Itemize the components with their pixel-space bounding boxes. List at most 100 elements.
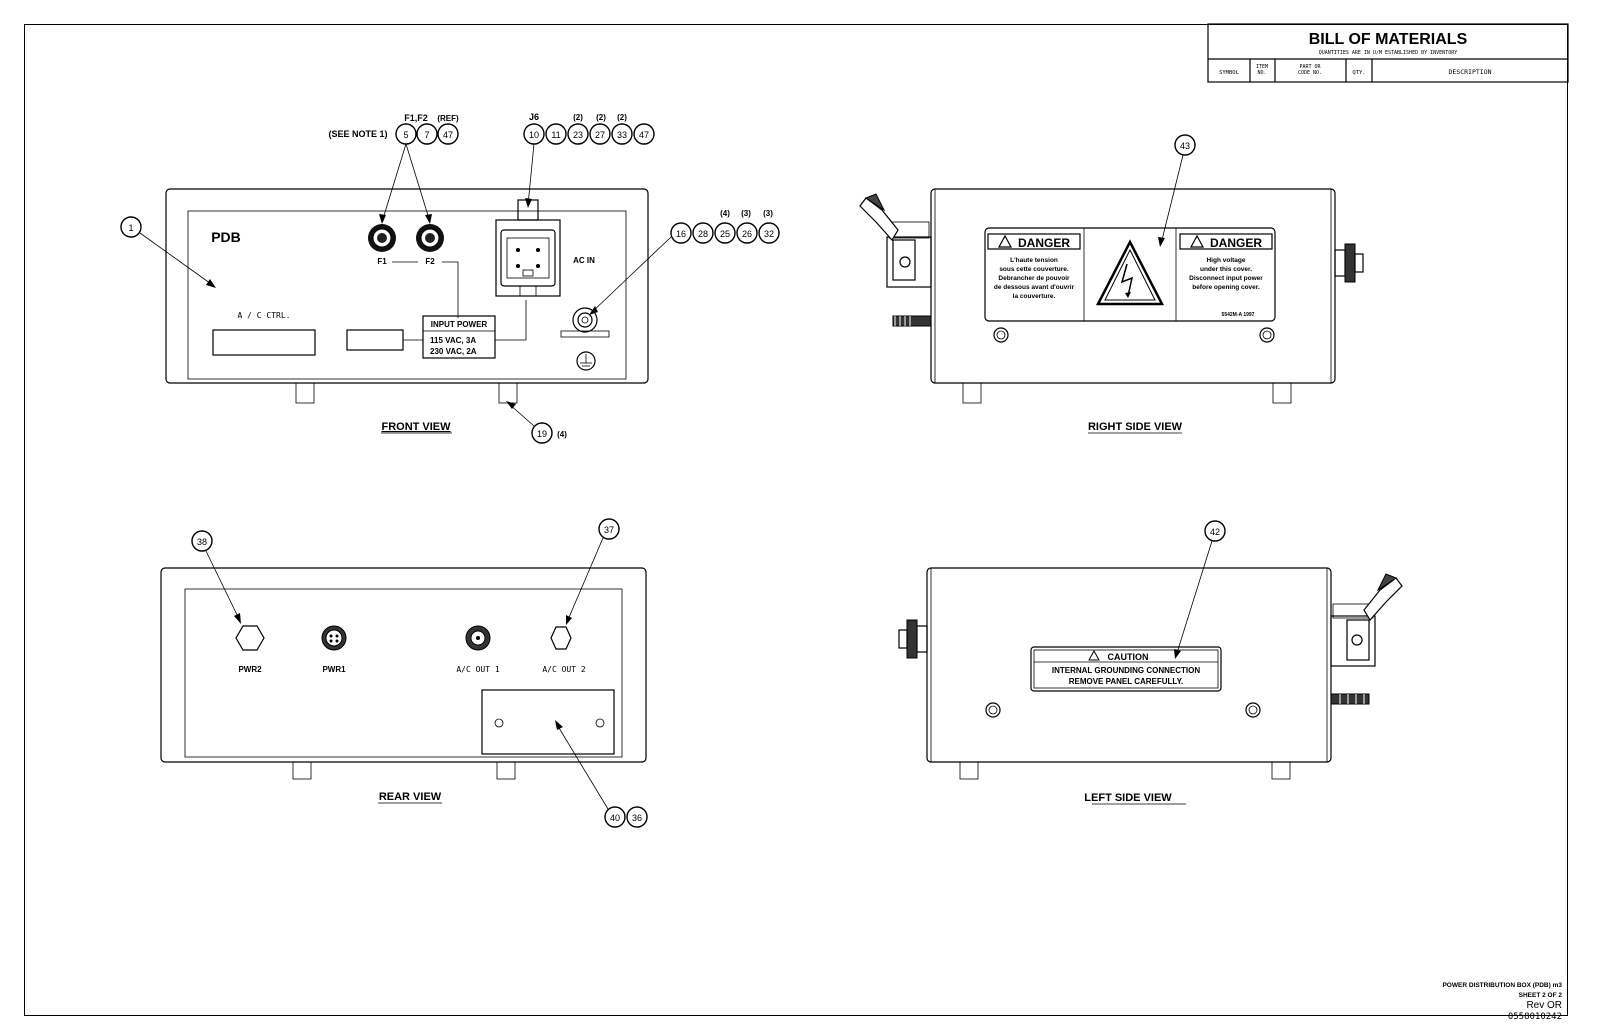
document-number: 0558010242 (1508, 1012, 1562, 1022)
svg-text:23: 23 (573, 130, 583, 140)
balloon-27: 27 (589, 123, 611, 145)
balloon-36: 36 (626, 806, 648, 828)
svg-text:33: 33 (617, 130, 627, 140)
qty-3b: (3) (763, 209, 773, 218)
caution-title: CAUTION (1108, 652, 1149, 662)
balloon-47-j6: 47 (633, 123, 655, 145)
pdb-label: PDB (211, 229, 241, 245)
foot (292, 761, 312, 780)
title-line1: POWER DISTRIBUTION BOX (PDB) m3 (1442, 982, 1562, 989)
ac-out1-connector (465, 625, 491, 651)
bom-subtitle: QUANTITIES ARE IN U/M ESTABLISHED BY INV… (1319, 50, 1457, 56)
svg-text:26: 26 (742, 229, 752, 239)
bom-col-symbol: SYMBOL (1219, 70, 1240, 76)
foot (959, 761, 979, 780)
balloon-5: 5 (395, 123, 417, 145)
revision: Rev OR (1526, 1000, 1562, 1011)
fuse-f2 (416, 224, 444, 252)
balloon-43: 43 (1174, 134, 1196, 156)
screw (1259, 327, 1275, 343)
danger-label (984, 227, 1276, 322)
svg-text:37: 37 (604, 525, 614, 535)
svg-text:16: 16 (676, 229, 686, 239)
caution-line1: INTERNAL GROUNDING CONNECTION (1052, 666, 1201, 675)
balloon-23: 23 (567, 123, 589, 145)
rear-enclosure (160, 567, 647, 763)
front-view-caption: FRONT VIEW (381, 421, 451, 433)
svg-text:43: 43 (1180, 141, 1190, 151)
pwr2-label: PWR2 (238, 665, 262, 674)
see-note-label: (SEE NOTE 1) (328, 129, 387, 139)
right-side-view: DANGER DANGER L'haute tension sous cette… (859, 134, 1364, 434)
balloon-42: 42 (1204, 520, 1226, 542)
svg-text:32: 32 (764, 229, 774, 239)
danger-en-4: before opening cover. (1192, 284, 1260, 291)
balloon-28: 28 (692, 222, 714, 244)
danger-fr-2: sous cette couverture. (999, 266, 1069, 273)
screw (985, 702, 1001, 718)
ac-in-connector (495, 199, 561, 297)
foot (295, 382, 315, 404)
bom-col-description: DESCRIPTION (1448, 68, 1491, 76)
balloon-1: 1 (120, 216, 142, 238)
svg-text:28: 28 (698, 229, 708, 239)
danger-title-fr: DANGER (1018, 236, 1070, 250)
foot-qty: (4) (557, 430, 567, 439)
svg-text:1: 1 (128, 223, 133, 233)
svg-text:7: 7 (424, 130, 429, 140)
left-enclosure (926, 567, 1332, 763)
qty-3a: (3) (741, 209, 751, 218)
qty-2c: (2) (617, 113, 627, 122)
ac-out2-label: A/C OUT 2 (542, 665, 586, 674)
rear-panel (184, 588, 623, 758)
foot (1272, 382, 1292, 404)
drawing-frame (24, 24, 1568, 1016)
svg-text:5: 5 (403, 130, 408, 140)
caution-line2: REMOVE PANEL CAREFULLY. (1069, 677, 1184, 686)
danger-code: 5542M-A 1997 (1222, 312, 1255, 318)
front-panel (187, 210, 627, 380)
ref-label: (REF) (437, 114, 459, 123)
latch (1330, 573, 1403, 705)
balloon-32: 32 (758, 222, 780, 244)
svg-text:40: 40 (610, 813, 620, 823)
balloon-19: 19 (531, 422, 553, 444)
ac-ctrl-window (212, 329, 316, 356)
svg-text:38: 38 (197, 537, 207, 547)
balloon-37: 37 (598, 518, 620, 540)
ac-out2-hole (550, 626, 572, 650)
balloon-16: 16 (670, 222, 692, 244)
svg-text:10: 10 (529, 130, 539, 140)
svg-text:19: 19 (537, 429, 547, 439)
blank-plate (346, 329, 404, 351)
ground-stud (560, 307, 610, 371)
input-power-line1: 115 VAC, 3A (430, 336, 476, 345)
svg-text:47: 47 (443, 130, 453, 140)
input-power-line2: 230 VAC, 2A (430, 347, 477, 356)
left-side-view: CAUTION INTERNAL GROUNDING CONNECTION RE… (898, 520, 1403, 805)
high-voltage-icon (1095, 239, 1165, 306)
pdb-enclosure (165, 188, 649, 384)
svg-text:36: 36 (632, 813, 642, 823)
balloon-25: 25 (714, 222, 736, 244)
danger-en-1: High voltage (1206, 257, 1245, 264)
svg-text:47: 47 (639, 130, 649, 140)
danger-fr-5: la couverture. (1013, 293, 1056, 300)
bom-col-qty: QTY. (1352, 70, 1365, 76)
ac-out1-label: A/C OUT 1 (456, 665, 500, 674)
bill-of-materials: BILL OF MATERIALS QUANTITIES ARE IN U/M … (1207, 23, 1569, 83)
svg-text:11: 11 (551, 130, 560, 140)
pwr2-hole (235, 625, 265, 651)
latch (859, 193, 932, 327)
balloon-40: 40 (604, 806, 626, 828)
bom-title: BILL OF MATERIALS (1309, 31, 1468, 48)
rear-view: PWR2 PWR1 A/C OUT 1 A/C OUT 2 38 37 40 3… (160, 518, 648, 828)
j6-label: J6 (529, 112, 539, 122)
screw (1245, 702, 1261, 718)
balloon-33: 33 (611, 123, 633, 145)
qty-2a: (2) (573, 113, 583, 122)
ac-ctrl-label: A / C CTRL. (238, 311, 291, 320)
qty-4: (4) (720, 209, 730, 218)
